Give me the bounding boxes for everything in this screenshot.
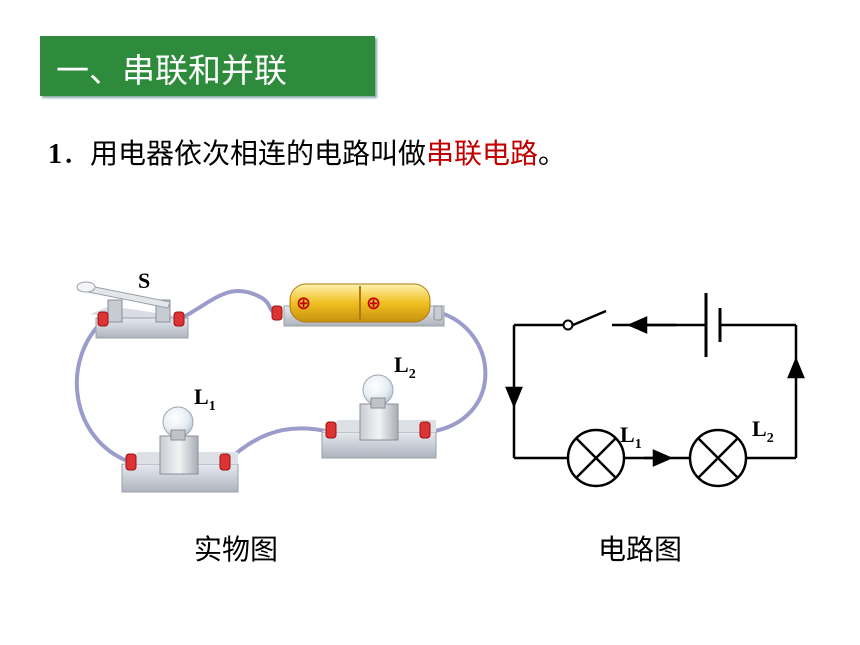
lamp-l2-physical: [321, 374, 437, 459]
lamp-l1-symbol: [566, 428, 626, 488]
current-arrows: [505, 316, 805, 467]
arrow-up: [787, 356, 805, 379]
lamp1-label-schematic: L1: [620, 422, 642, 452]
sentence-suffix: 。: [538, 137, 567, 170]
lamp2-label-physical: L2: [394, 352, 416, 382]
arrow-right: [652, 449, 674, 467]
heading: 一、串联和并联: [56, 51, 287, 90]
heading-box: 一、串联和并联: [40, 36, 375, 96]
lamp-l1-physical: [121, 406, 239, 493]
arrow-left: [626, 316, 648, 334]
knife-switch: [76, 281, 190, 339]
lamp-l2-symbol: [688, 428, 748, 488]
arrow-down: [505, 386, 523, 409]
lamp2-label-schematic: L2: [752, 416, 774, 446]
definition-sentence: 1．用电器依次相连的电路叫做串联电路。: [48, 132, 566, 172]
sentence-prefix: ．用电器依次相连的电路叫做: [62, 137, 427, 170]
battery-plus-1: ⊕: [296, 293, 311, 314]
switch-pivot: [562, 319, 574, 331]
lamp1-label-physical: L1: [194, 384, 216, 414]
switch-label: S: [138, 268, 150, 293]
sentence-highlight: 串联电路: [426, 137, 539, 170]
battery-plus-2: ⊕: [366, 293, 381, 314]
item-number: 1: [48, 139, 62, 170]
battery-symbol: [704, 293, 722, 357]
schematic-caption: 电路图: [598, 533, 683, 566]
physical-caption: 实物图: [194, 533, 279, 566]
battery-pack: ⊕ ⊕: [271, 283, 445, 327]
